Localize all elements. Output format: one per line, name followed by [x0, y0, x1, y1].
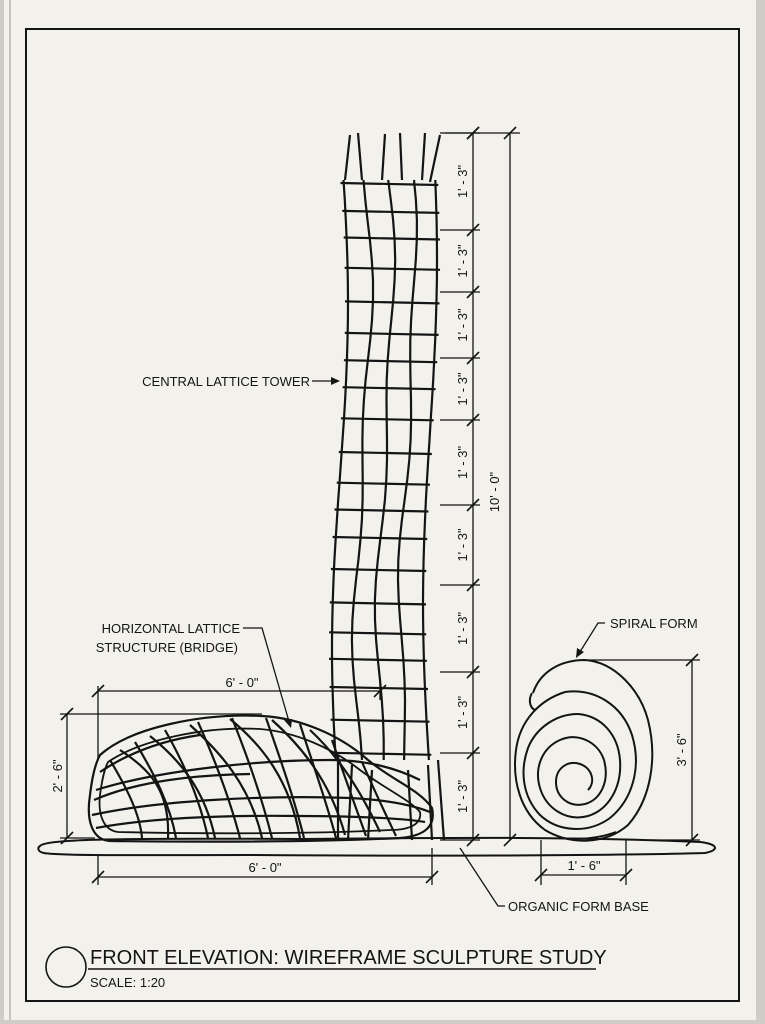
bridge-top-dimension: 6' - 0"	[225, 675, 258, 690]
segment-tick	[466, 223, 480, 237]
tower-rung	[329, 685, 429, 691]
tower-rung	[343, 359, 438, 364]
label-central-lattice-tower: CENTRAL LATTICE TOWER	[142, 374, 310, 389]
tower-prong	[356, 132, 364, 181]
tower-rung	[329, 631, 427, 636]
tower-rung	[332, 751, 432, 756]
tower-inner-bar	[373, 179, 397, 760]
tower-left-rail	[330, 179, 350, 761]
tower-rung	[328, 657, 427, 662]
tower-segment-dimension: 1' - 3"	[455, 696, 470, 729]
segment-tick	[466, 833, 480, 847]
title-circle-symbol	[45, 946, 87, 988]
segment-tick	[466, 285, 480, 299]
tower-leg	[426, 764, 434, 841]
tower-leg	[406, 769, 414, 841]
tower-total-dimension: 10' - 0"	[487, 471, 502, 512]
segment-tick	[466, 746, 480, 760]
tower-segment-dimension: 1' - 3"	[455, 780, 470, 813]
tower-rung	[343, 236, 440, 241]
tower-rung	[338, 450, 432, 456]
tower-prong	[380, 133, 387, 181]
dimension-ticks	[60, 126, 699, 884]
segment-tick	[466, 498, 480, 512]
segment-tick	[466, 351, 480, 365]
spiral-form	[514, 658, 654, 842]
tower-inner-bar	[396, 179, 419, 761]
drawing-scale: SCALE: 1:20	[90, 975, 165, 990]
tower-leg	[436, 759, 446, 841]
tower-rung	[344, 300, 440, 305]
tower-segment-dimension: 1' - 3"	[455, 528, 470, 561]
label-bridge-line1: HORIZONTAL LATTICE	[102, 621, 241, 636]
label-spiral-form: SPIRAL FORM	[610, 616, 698, 631]
tower-segment-dimension: 1' - 3"	[455, 372, 470, 405]
drawing-border	[25, 28, 740, 1002]
tower-right-rail	[421, 179, 439, 761]
tower-segment-dimension: 1' - 3"	[455, 165, 470, 198]
segment-tick	[466, 413, 480, 427]
tower-rung	[332, 535, 428, 541]
spiral-width-dimension: 1' - 6"	[567, 858, 600, 873]
tower-rung	[340, 417, 434, 422]
tower-inner-bar	[350, 179, 375, 761]
tower-prong	[428, 134, 442, 183]
tower-rung	[342, 209, 440, 214]
tower-segment-dimension: 1' - 3"	[455, 446, 470, 479]
segment-tick	[466, 578, 480, 592]
bridge-bottom-dimension: 6' - 0"	[248, 860, 281, 875]
horizontal-lattice-bridge	[87, 714, 434, 843]
tower-prong	[343, 134, 352, 181]
label-organic-form-base: ORGANIC FORM BASE	[508, 899, 649, 914]
tower-rung	[340, 181, 439, 187]
central-lattice-tower	[328, 132, 446, 841]
leader-lines	[243, 380, 605, 907]
tower-prong	[398, 132, 404, 181]
tower-rung	[344, 331, 439, 336]
tower-rung	[330, 567, 427, 573]
segment-tick	[466, 665, 480, 679]
tower-rung	[329, 601, 427, 606]
organic-base	[37, 836, 716, 857]
leader-arrowheads	[284, 377, 584, 728]
tower-rung	[330, 718, 430, 723]
tower-prong	[420, 132, 427, 181]
tower-segment-dimension: 1' - 3"	[455, 244, 470, 277]
tower-rung	[334, 508, 429, 513]
bridge-height-dimension: 2' - 6"	[50, 759, 65, 792]
tower-rung	[344, 266, 441, 271]
drawing-title: FRONT ELEVATION: WIREFRAME SCULPTURE STU…	[90, 947, 607, 969]
tower-segment-labels: 1' - 3" 1' - 3" 1' - 3" 1' - 3" 1' - 3" 1' - …	[455, 165, 470, 813]
tower-leg	[366, 769, 374, 841]
tower-leg	[346, 764, 354, 841]
label-bridge-line2: STRUCTURE (BRIDGE)	[96, 640, 238, 655]
tower-rung	[342, 386, 436, 391]
spiral-height-dimension: 3' - 6"	[674, 733, 689, 766]
tower-rung	[336, 481, 431, 486]
tower-segment-dimension: 1' - 3"	[455, 612, 470, 645]
tower-segment-dimension: 1' - 3"	[455, 308, 470, 341]
dimension-lines	[60, 126, 700, 885]
